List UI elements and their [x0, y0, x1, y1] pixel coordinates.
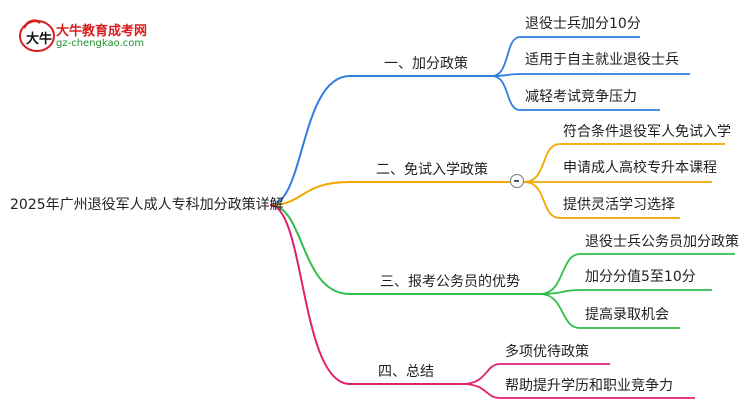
leaf-b4-2: 帮助提升学历和职业竞争力 [505, 378, 673, 394]
leaf-b3-3: 提高录取机会 [585, 307, 669, 323]
link-root-branch-1 [269, 75, 492, 206]
link-root-branch-3 [269, 204, 540, 295]
link-b3-leaf-2 [539, 289, 712, 295]
leaf-b2-2: 申请成人高校专升本课程 [563, 160, 717, 176]
link-root-branch-4 [269, 204, 462, 385]
link-b2-leaf-3 [523, 181, 680, 219]
logo-mark-icon: 大牛 [19, 19, 55, 52]
logo-title: 大牛教育成考网 [56, 24, 148, 39]
leaf-b1-1: 退役士兵加分10分 [525, 16, 641, 32]
link-b1-leaf-3 [491, 75, 660, 111]
logo-url: gz-chengkao.com [56, 38, 145, 49]
link-b4-leaf-2 [461, 383, 695, 399]
link-b3-leaf-1 [539, 253, 735, 295]
leaf-b3-2: 加分分值5至10分 [585, 269, 696, 285]
site-logo[interactable]: 大牛 大牛教育成考网 gz-chengkao.com [18, 16, 158, 56]
link-b2-leaf-1 [523, 143, 725, 183]
link-root-branch-2 [269, 181, 510, 206]
root-node: 2025年广州退役军人成人专科加分政策详解 [10, 197, 284, 213]
leaf-b1-2: 适用于自主就业退役士兵 [525, 52, 679, 68]
link-b1-leaf-2 [491, 73, 690, 77]
link-b1-leaf-1 [491, 36, 640, 77]
leaf-b4-1: 多项优待政策 [505, 344, 589, 360]
leaf-b1-3: 减轻考试竞争压力 [525, 89, 637, 105]
leaf-b2-1: 符合条件退役军人免试入学 [563, 124, 731, 140]
leaf-b3-1: 退役士兵公务员加分政策 [585, 234, 739, 250]
branch-4-label: 四、总结 [378, 364, 434, 380]
collapse-toggle-button[interactable] [510, 174, 524, 188]
branch-1-label: 一、加分政策 [384, 56, 468, 72]
link-b3-leaf-3 [539, 293, 680, 329]
branch-3-label: 三、报考公务员的优势 [380, 274, 520, 290]
branch-2-label: 二、免试入学政策 [376, 162, 488, 178]
leaf-b2-3: 提供灵活学习选择 [563, 197, 675, 213]
link-b4-leaf-1 [461, 363, 610, 385]
svg-text:大牛: 大牛 [26, 31, 52, 47]
